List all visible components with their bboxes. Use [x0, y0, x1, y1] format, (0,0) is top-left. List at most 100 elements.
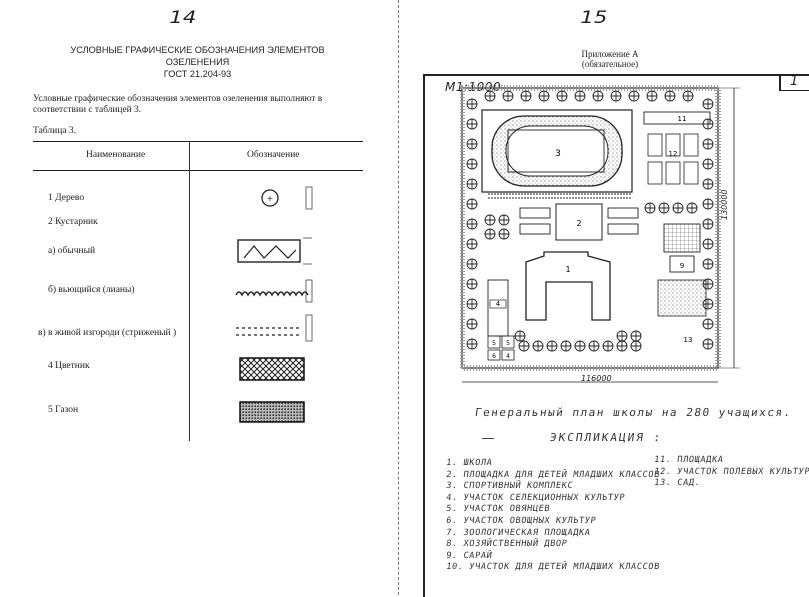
explication-item: 7. ЗООЛОГИЧЕСКАЯ ПЛОЩАДКА [445, 527, 592, 538]
tree-icon-cross [467, 239, 477, 249]
tree-icon-cross [659, 203, 669, 213]
flowerbed-symbol [239, 357, 305, 381]
tree-icon-cross [485, 215, 495, 225]
lawn-symbol [239, 401, 305, 423]
tree-icon-cross [631, 341, 641, 351]
tree-icon-cross [539, 91, 549, 101]
tree-icon-cross [703, 99, 713, 109]
tree-icon-cross [467, 299, 477, 309]
svg-text:9: 9 [680, 262, 684, 270]
tree-icon-cross [521, 91, 531, 101]
tree-icon-cross [703, 139, 713, 149]
row-label-hedge: в) в живой изгороди (стриженый ) [38, 328, 177, 338]
page-number: 14 [169, 8, 197, 28]
heading-line: УСЛОВНЫЕ ГРАФИЧЕСКИЕ ОБОЗНАЧЕНИЯ ЭЛЕМЕНТ… [70, 45, 325, 55]
svg-text:+: + [267, 194, 274, 203]
svg-text:5: 5 [492, 340, 496, 347]
table-top-rule [33, 141, 363, 142]
symbols-column: + [235, 186, 313, 423]
binding-divider [398, 0, 399, 595]
dimension-vertical: 130000 [720, 189, 729, 220]
svg-text:3: 3 [555, 149, 561, 159]
explication-list-left: 1. ШКОЛА 2. ПЛОЩАДКА ДЛЯ ДЕТЕЙ МЛАДШИХ К… [445, 458, 661, 574]
svg-text:1: 1 [565, 265, 570, 274]
table-header-name: Наименование [86, 150, 146, 160]
tree-icon-cross [703, 159, 713, 169]
tree-icon-cross [589, 341, 599, 351]
row-label-shrub: 2 Кустарник [48, 217, 98, 227]
tree-icon-cross [485, 91, 495, 101]
tree-icon-cross [467, 279, 477, 289]
hedge-border [460, 85, 721, 371]
tree-icon-cross [683, 91, 693, 101]
tree-icon-cross [617, 341, 627, 351]
explication-item: 13. САД. [653, 478, 702, 489]
tree-icon-cross [703, 179, 713, 189]
svg-text:5: 5 [506, 340, 510, 347]
tree-icon-cross [547, 341, 557, 351]
tree-icon-cross [467, 119, 477, 129]
explication-item: 12. УЧАСТОК ПОЛЕВЫХ КУЛЬТУР [653, 466, 809, 477]
tree-icon-cross [575, 341, 585, 351]
left-page: 14 УСЛОВНЫЕ ГРАФИЧЕСКИЕ ОБОЗНАЧЕНИЯ ЭЛЕМ… [0, 0, 395, 595]
tree-icon-cross [467, 139, 477, 149]
tree-icon-cross [575, 91, 585, 101]
tree-icon-cross [519, 341, 529, 351]
plan-title: Генеральный план школы на 280 учащихся. [474, 406, 793, 419]
tree-icon-cross [603, 341, 613, 351]
utility-yard: 9 13 [657, 223, 707, 344]
tree-icon-cross [703, 239, 713, 249]
heading-line: ГОСТ 21.204-93 [163, 69, 232, 79]
site-plan: 3 11 12 2 1 [460, 85, 740, 383]
tree-icon-cross [467, 179, 477, 189]
row-label-shrub-climbing: б) вьющийся (лианы) [48, 285, 135, 295]
left-plots: 4 5 5 6 4 [487, 279, 515, 361]
tree-icon-cross [631, 331, 641, 341]
table-column-divider [189, 141, 190, 441]
table-header-symbol: Обозначение [247, 150, 300, 160]
row-label-flowerbed: 4 Цветник [48, 361, 90, 371]
title-dash [482, 438, 494, 439]
tree-icon-cross [485, 229, 495, 239]
right-page: 15 Приложение А (обязательное) 1 М1:1000… [400, 0, 809, 597]
tree-icon-cross [557, 91, 567, 101]
tree-icon-cross [467, 159, 477, 169]
tree-icon-cross [467, 199, 477, 209]
tree-icon-cross [703, 279, 713, 289]
tree-icon-cross [499, 229, 509, 239]
tree-icon-cross [467, 259, 477, 269]
dimension-horizontal: 116000 [581, 374, 612, 383]
explication-item: 6. УЧАСТОК ОВОЩНЫХ КУЛЬТУР [445, 515, 597, 526]
row-label-lawn: 5 Газон [48, 405, 79, 415]
explication-item: 3. СПОРТИВНЫЙ КОМПЛЕКС [445, 481, 574, 492]
sheet-number: 1 [790, 74, 799, 89]
tree-icon-cross [645, 203, 655, 213]
page-number: 15 [580, 8, 608, 28]
tree-icon-cross [467, 319, 477, 329]
tree-icon-cross [617, 331, 627, 341]
row-label-shrub-ordinary: а) обычный [48, 246, 96, 256]
table-caption: Таблица 3. [33, 126, 77, 136]
row-label-tree: 1 Дерево [48, 193, 85, 203]
sports-complex: 3 [481, 109, 633, 199]
tree-icon-cross [499, 215, 509, 225]
tree-icon-cross [665, 91, 675, 101]
climbing-symbol [235, 279, 313, 303]
tree-icon-cross [703, 319, 713, 329]
tree-icon-cross [703, 299, 713, 309]
explication-item: 10. УЧАСТОК ДЛЯ ДЕТЕЙ МЛАДШИХ КЛАССОВ [445, 562, 661, 573]
explication-item: 9. САРАЙ [445, 550, 494, 561]
explication-list-right: 11. ПЛОЩАДКА 12. УЧАСТОК ПОЛЕВЫХ КУЛЬТУР… [653, 455, 809, 490]
tree-icon-cross [503, 91, 513, 101]
tree-icon-cross [703, 259, 713, 269]
shrub-symbol [237, 237, 312, 265]
explication-title: ЭКСПЛИКАЦИЯ : [549, 431, 664, 444]
tree-icon-cross [703, 199, 713, 209]
tree-icon-cross [629, 91, 639, 101]
svg-text:12: 12 [669, 150, 678, 158]
tree-symbol: + [261, 186, 313, 210]
tree-icon-cross [561, 341, 571, 351]
intro-text: Условные графические обозначения элемент… [33, 94, 322, 116]
appendix-title: Приложение А [581, 49, 639, 59]
heading-line: ОЗЕЛЕНЕНИЯ [165, 57, 230, 67]
